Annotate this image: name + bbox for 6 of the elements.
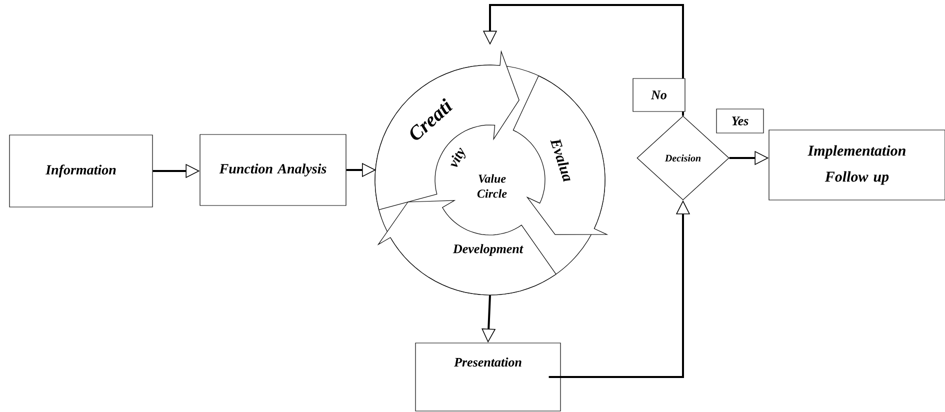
edge-label: Yes	[716, 108, 764, 134]
edge-label: No	[632, 78, 686, 112]
process-box: Function Analysis	[200, 134, 346, 206]
process-box: Presentation	[415, 342, 561, 412]
process-box: Information	[9, 134, 153, 208]
process-box: Implementation Follow up	[768, 130, 945, 200]
